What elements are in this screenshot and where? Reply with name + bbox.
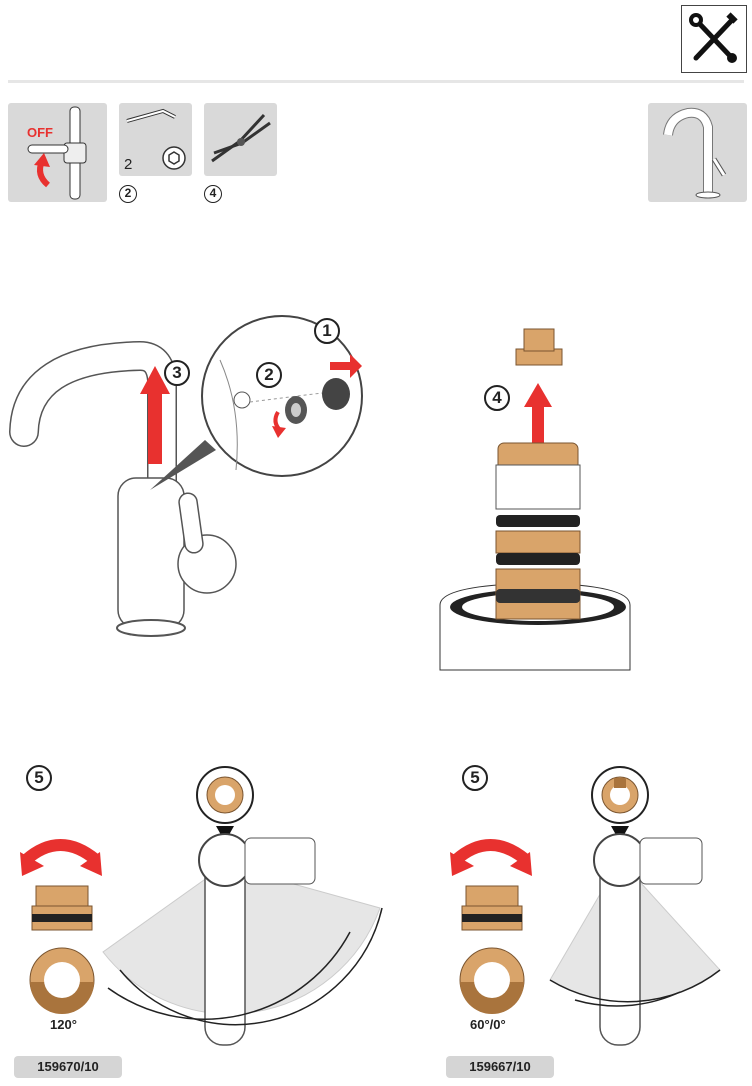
- angle-label-right: 60°/0°: [470, 1017, 506, 1032]
- part-number-right: 159667/10: [446, 1056, 554, 1078]
- wrench-screwdriver-icon: [689, 12, 738, 63]
- rotation-diagram-right: [450, 766, 721, 1046]
- step-5-left-number: 5: [26, 765, 52, 791]
- hex-key-size: 2: [124, 156, 133, 173]
- off-label: OFF: [27, 125, 53, 140]
- pliers-icon: [211, 113, 271, 163]
- step-1-number: 1: [314, 318, 340, 344]
- step-4-number: 4: [484, 385, 510, 411]
- step-2-number: 2: [256, 362, 282, 388]
- pliers-step-number: 4: [204, 185, 222, 203]
- shutoff-valve-icon: [27, 106, 87, 200]
- hex-key-step-number: 2: [119, 185, 137, 203]
- step-3-number: 3: [164, 360, 190, 386]
- angle-label-left: 120°: [50, 1017, 77, 1032]
- faucet-disassembly-illustration: [9, 315, 363, 637]
- hex-key-panel: 2: [119, 103, 192, 176]
- step-5-right-number: 5: [462, 765, 488, 791]
- cartridge-illustration: [439, 328, 631, 671]
- rotation-diagram-left: [20, 766, 383, 1046]
- part-number-left: 159670/10: [14, 1056, 122, 1078]
- hex-key-icon: [126, 108, 186, 170]
- header-divider: [8, 80, 744, 83]
- shutoff-panel: OFF: [8, 103, 107, 202]
- faucet-icon: [663, 107, 727, 199]
- pliers-panel: [204, 103, 277, 176]
- tools-box: [681, 5, 747, 73]
- faucet-thumb-panel: [648, 103, 747, 202]
